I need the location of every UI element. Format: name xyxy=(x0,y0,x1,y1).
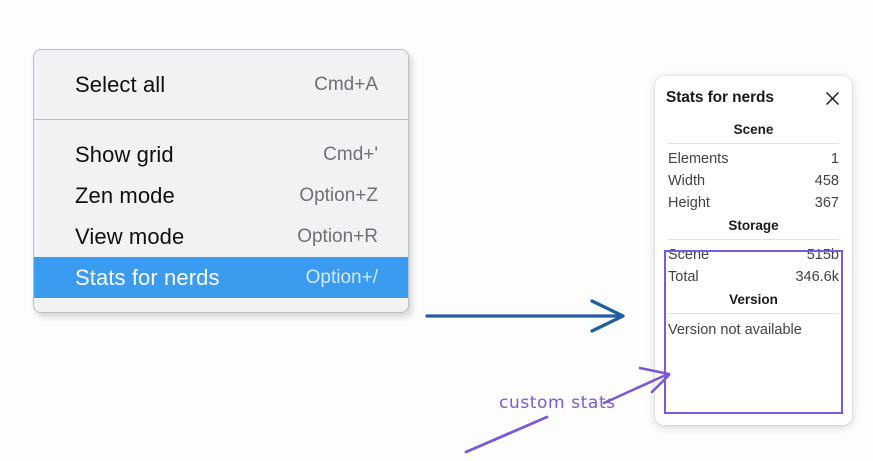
menu-item-shortcut: Option+R xyxy=(297,225,378,247)
menu-item-label: View mode xyxy=(75,223,185,249)
stat-value: 367 xyxy=(814,195,839,211)
stat-row-storage-total: Total 346.6k xyxy=(666,266,841,288)
menu-item-shortcut: Cmd+A xyxy=(314,73,378,95)
purple-underline-stroke xyxy=(464,415,549,454)
menu-item-label: Stats for nerds xyxy=(75,264,220,290)
menu-separator xyxy=(34,119,408,120)
stat-label: Elements xyxy=(668,151,729,167)
stat-row-storage-scene: Scene 515b xyxy=(666,244,841,266)
menu-item-shortcut: Cmd+' xyxy=(323,143,378,165)
section-divider xyxy=(668,313,839,314)
menu-item-view-mode[interactable]: View mode Option+R xyxy=(34,216,408,257)
menu-item-shortcut: Option+Z xyxy=(299,184,378,206)
menu-group-1: Select all Cmd+A xyxy=(34,50,408,119)
menu-group-2: Show grid Cmd+' Zen mode Option+Z View m… xyxy=(34,120,408,312)
stat-label: Height xyxy=(668,195,710,211)
menu-item-label: Select all xyxy=(75,71,166,97)
section-divider xyxy=(668,143,839,144)
stat-value: 515b xyxy=(806,247,839,263)
stat-label: Width xyxy=(668,173,706,189)
stat-value: 458 xyxy=(814,173,839,189)
stat-label: Scene xyxy=(668,247,710,263)
stat-row-width: Width 458 xyxy=(666,170,841,192)
close-icon[interactable] xyxy=(824,90,841,107)
blue-arrow-icon xyxy=(425,299,625,333)
context-menu[interactable]: Select all Cmd+A Show grid Cmd+' Zen mod… xyxy=(33,49,409,313)
section-divider xyxy=(668,239,839,240)
menu-item-show-grid[interactable]: Show grid Cmd+' xyxy=(34,134,408,175)
version-value: Version not available xyxy=(668,322,802,338)
stat-row-height: Height 367 xyxy=(666,192,841,214)
stats-for-nerds-panel: Stats for nerds Scene Elements 1 Width 4… xyxy=(655,76,852,425)
menu-item-stats-for-nerds[interactable]: Stats for nerds Option+/ xyxy=(34,257,408,298)
menu-item-zen-mode[interactable]: Zen mode Option+Z xyxy=(34,175,408,216)
section-title-version: Version xyxy=(729,292,778,307)
panel-header: Stats for nerds xyxy=(666,89,841,107)
menu-item-label: Show grid xyxy=(75,141,174,167)
section-title-storage: Storage xyxy=(728,218,779,233)
menu-item-label: Zen mode xyxy=(75,182,175,208)
annotation-label-custom-stats: custom stats xyxy=(499,393,616,413)
stat-label: Total xyxy=(668,269,699,285)
stat-value: 346.6k xyxy=(795,269,839,285)
menu-item-select-all[interactable]: Select all Cmd+A xyxy=(34,64,408,105)
stat-row-elements: Elements 1 xyxy=(666,148,841,170)
menu-item-shortcut: Option+/ xyxy=(305,266,378,288)
custom-stats-region: Storage Scene 515b Total 346.6k Version … xyxy=(666,214,841,342)
stat-value: 1 xyxy=(830,151,839,167)
panel-title: Stats for nerds xyxy=(666,89,774,106)
section-title-scene: Scene xyxy=(733,122,774,137)
